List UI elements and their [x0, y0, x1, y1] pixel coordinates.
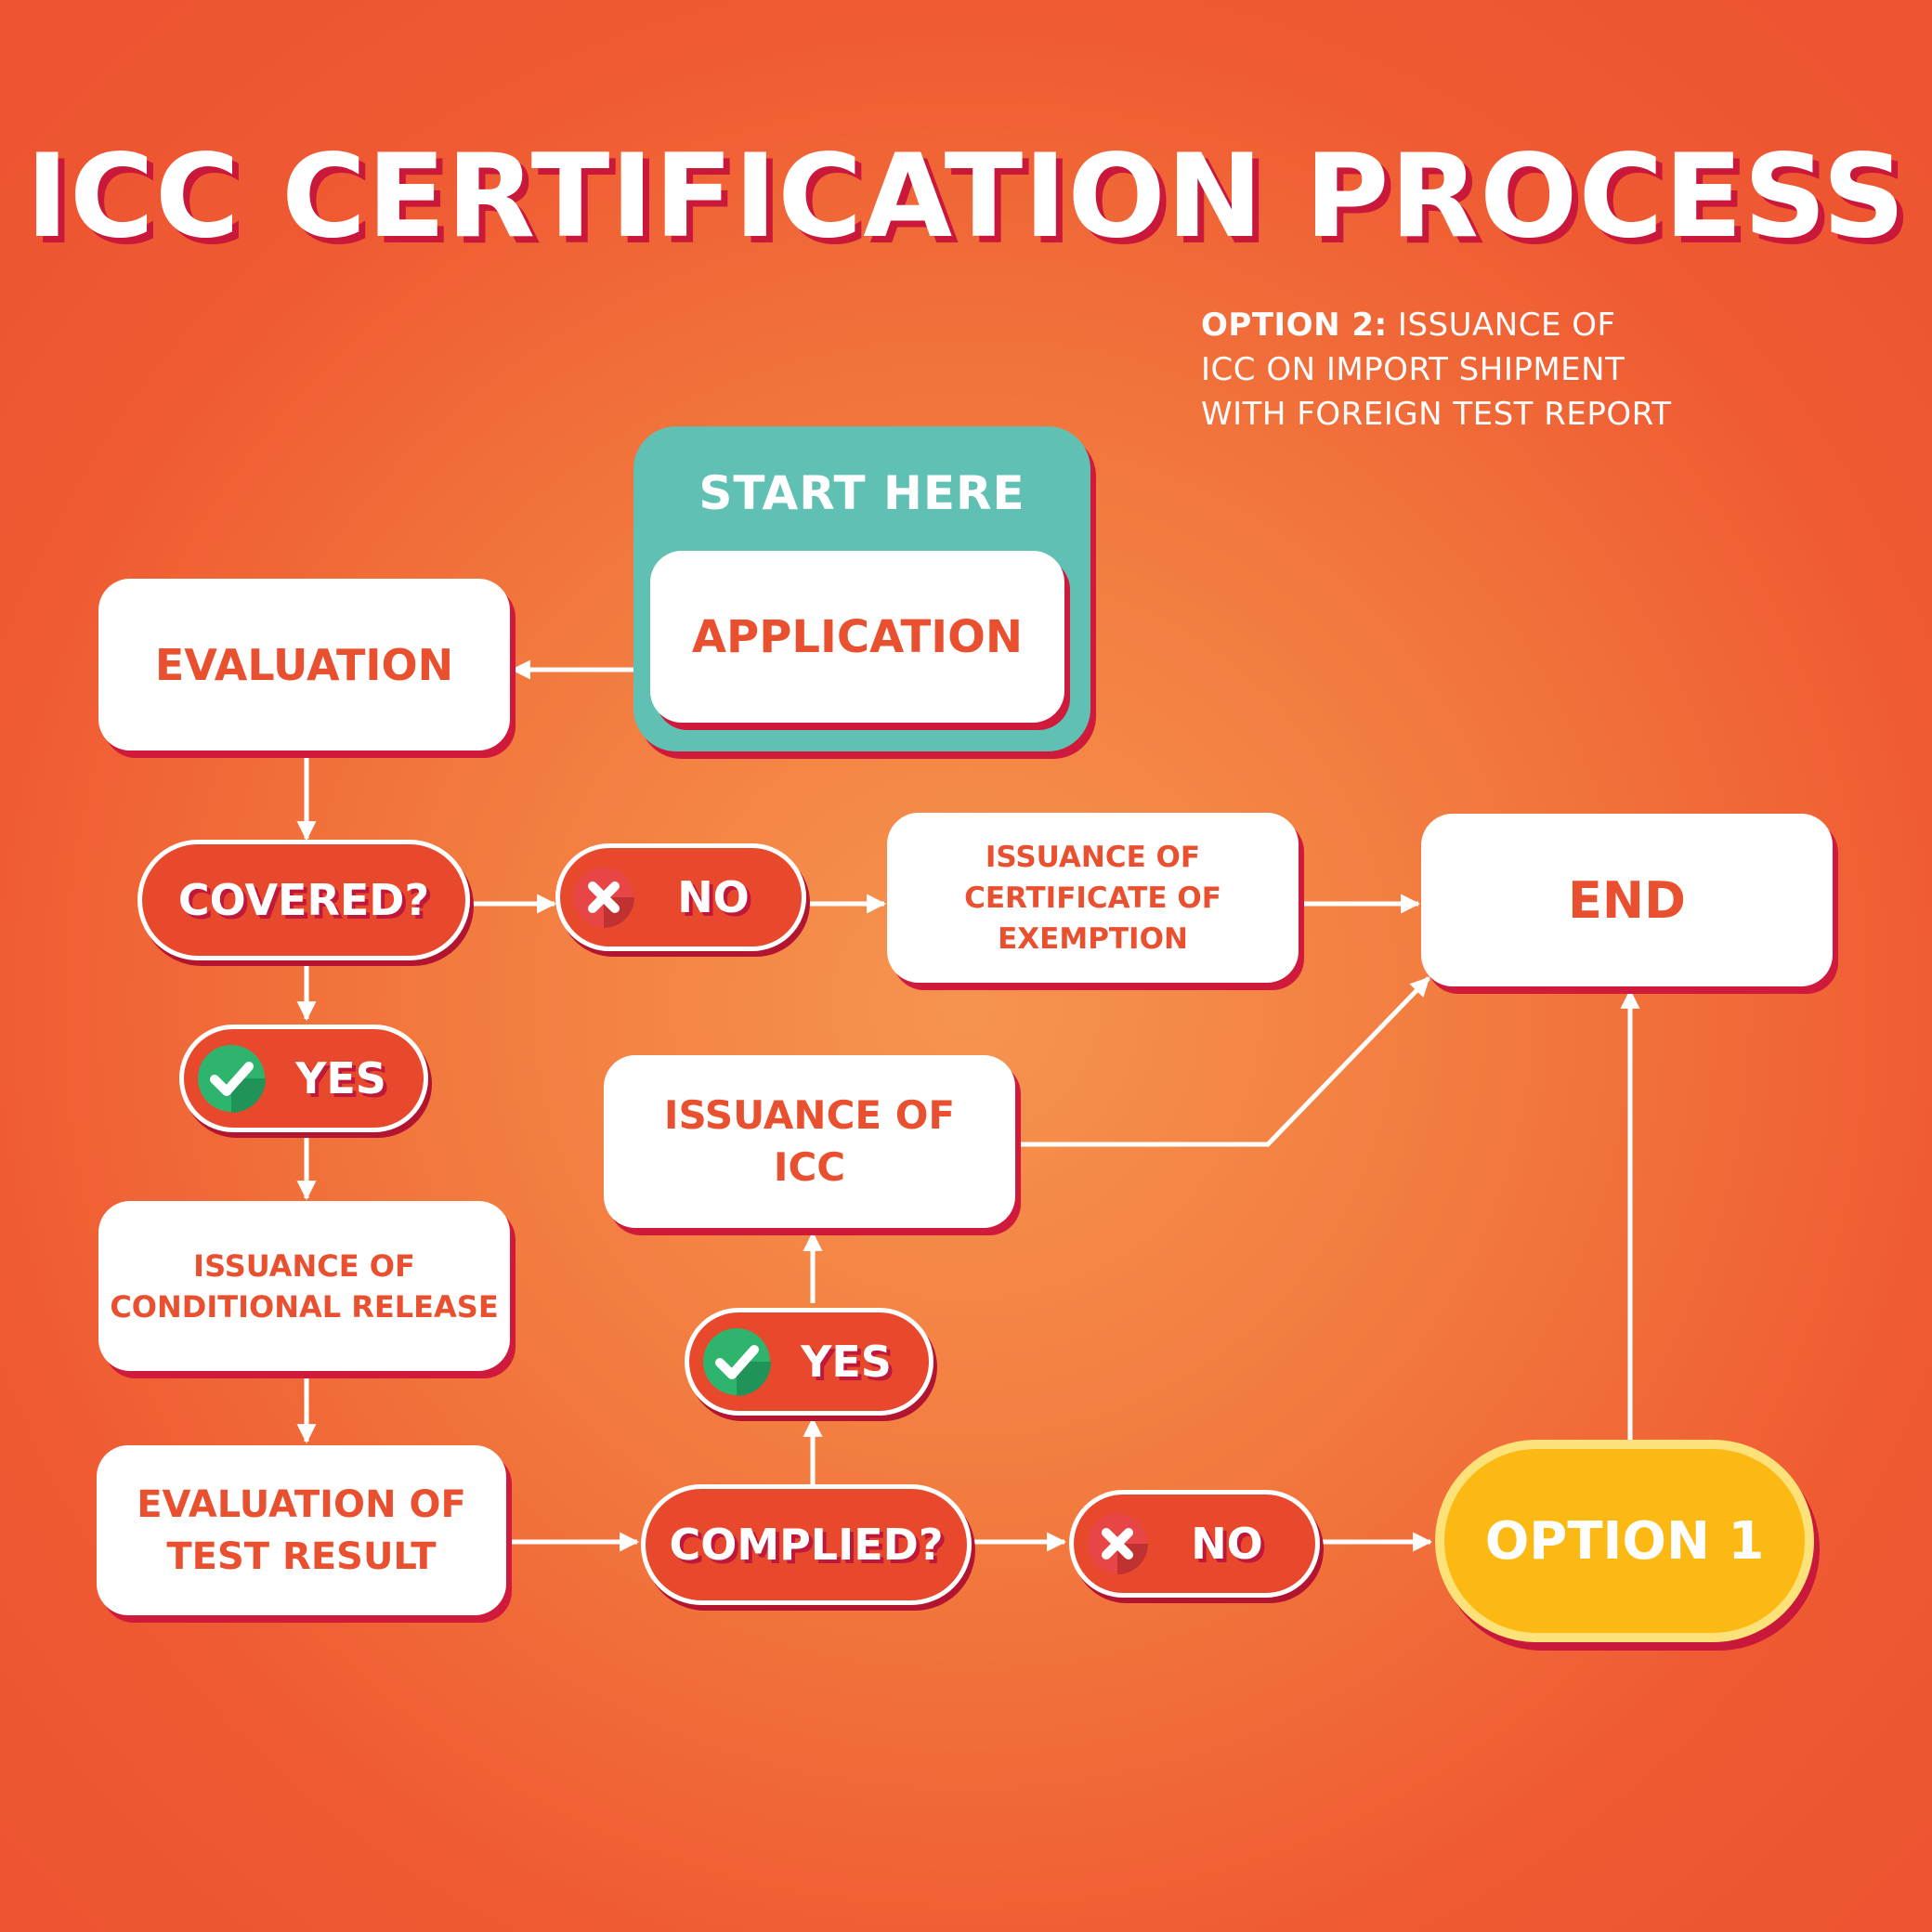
option2-note: OPTION 2: ISSUANCE OF ICC ON IMPORT SHIP…	[1201, 303, 1672, 437]
end-label: END	[1568, 870, 1686, 930]
complied-yes-pill: YES	[685, 1308, 933, 1416]
complied-label: COMPLIED?	[669, 1520, 944, 1570]
covered-no-label: NO	[677, 872, 750, 922]
option1-node: OPTION 1	[1435, 1440, 1814, 1642]
conditional-release-box: ISSUANCE OF CONDITIONAL RELEASE	[98, 1201, 510, 1371]
application-box: APPLICATION	[650, 551, 1064, 723]
covered-yes-label: YES	[295, 1053, 386, 1103]
arrow-icc-end	[1017, 976, 1430, 1147]
start-here-label: START HERE	[698, 466, 1025, 520]
complied-yes-label: YES	[801, 1337, 892, 1387]
cert-exemption-label: ISSUANCE OF CERTIFICATE OF EXEMPTION	[964, 840, 1221, 956]
conditional-release-label: ISSUANCE OF CONDITIONAL RELEASE	[110, 1247, 499, 1325]
issuance-icc-box: ISSUANCE OF ICC	[604, 1055, 1015, 1228]
issuance-icc-label: ISSUANCE OF ICC	[663, 1092, 956, 1190]
check-circle-icon	[198, 1045, 266, 1113]
check-circle-icon	[703, 1328, 771, 1396]
option2-note-lead: OPTION 2:	[1201, 307, 1388, 344]
cert-exemption-box: ISSUANCE OF CERTIFICATE OF EXEMPTION	[887, 813, 1299, 983]
complied-no-pill: NO	[1069, 1490, 1320, 1598]
covered-label: COVERED?	[177, 875, 430, 925]
evaluation-box: EVALUATION	[98, 579, 510, 751]
option2-note-line3: WITH FOREIGN TEST REPORT	[1201, 396, 1672, 433]
page-title: ICC CERTIFICATION PROCESS	[25, 130, 1907, 264]
application-label: APPLICATION	[691, 610, 1024, 663]
eval-test-result-box: EVALUATION OF TEST RESULT	[97, 1445, 506, 1615]
x-circle-icon	[574, 868, 634, 928]
covered-no-pill: NO	[555, 843, 806, 951]
complied-decision: COMPLIED?	[641, 1484, 972, 1605]
evaluation-label: EVALUATION	[154, 639, 454, 690]
covered-yes-pill: YES	[179, 1025, 428, 1132]
option1-label: OPTION 1	[1484, 1510, 1765, 1572]
end-box: END	[1421, 814, 1833, 986]
x-circle-icon	[1088, 1514, 1148, 1574]
option2-note-line1: ISSUANCE OF	[1387, 307, 1616, 344]
covered-decision: COVERED?	[137, 840, 470, 960]
eval-test-result-label: EVALUATION OF TEST RESULT	[137, 1482, 466, 1578]
option2-note-line2: ICC ON IMPORT SHIPMENT	[1201, 351, 1625, 388]
complied-no-label: NO	[1191, 1519, 1263, 1569]
